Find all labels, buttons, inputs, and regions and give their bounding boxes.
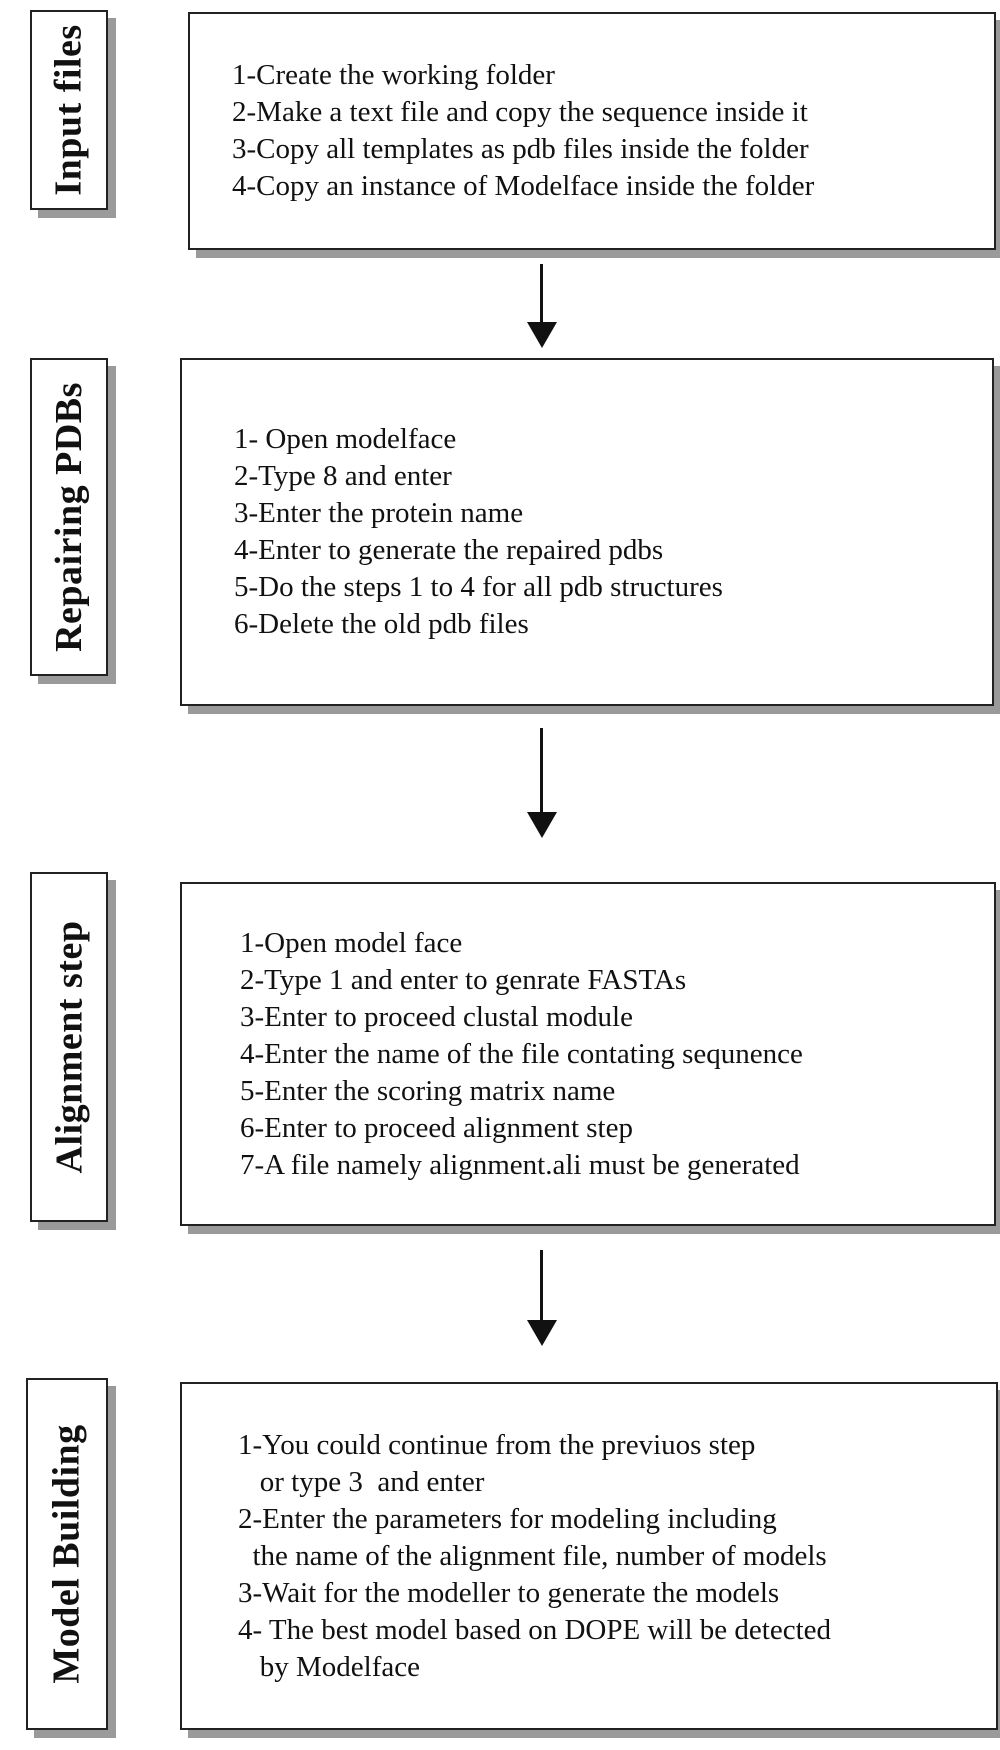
list-item: 1-Create the working folder — [232, 59, 555, 91]
list-item: 4- The best model based on DOPE will be … — [238, 1613, 832, 1646]
list-item: 6-Enter to proceed alignment step — [240, 1111, 633, 1144]
arrow-head — [527, 322, 557, 348]
step-3-title-box: Alignment step — [30, 872, 108, 1222]
arrow-head — [527, 1320, 557, 1346]
list-item: 2-Type 1 and enter to genrate FASTAs — [240, 963, 687, 996]
step-2-list: 1- Open modelface 2-Type 8 and enter 3-E… — [234, 421, 723, 643]
list-item: by Modelface — [238, 1650, 420, 1683]
arrow-down-1 — [527, 264, 557, 348]
arrow-head — [527, 812, 557, 838]
list-item: 3-Enter to proceed clustal module — [240, 1000, 633, 1033]
list-item: 2-Make a text file and copy the sequence… — [232, 96, 808, 128]
step-2-content-box: 1- Open modelface 2-Type 8 and enter 3-E… — [180, 358, 994, 706]
list-item: 1-You could continue from the previuos s… — [238, 1428, 756, 1461]
step-1-title-box: Input files — [30, 10, 108, 210]
list-item: 4-Enter to generate the repaired pdbs — [234, 534, 664, 566]
list-item: 2-Enter the parameters for modeling incl… — [238, 1502, 777, 1535]
step-4-title: Model Building — [46, 1424, 88, 1684]
arrow-down-2 — [527, 728, 557, 838]
list-item: 3-Enter the protein name — [234, 497, 524, 529]
arrow-shaft — [540, 728, 543, 814]
list-item: 3-Wait for the modeller to generate the … — [238, 1576, 780, 1609]
list-item: 1-Open model face — [240, 926, 463, 959]
step-4-list: 1-You could continue from the previuos s… — [238, 1427, 831, 1686]
step-1-content-box: 1-Create the working folder 2-Make a tex… — [188, 12, 996, 250]
list-item: 7-A file namely alignment.ali must be ge… — [240, 1148, 800, 1181]
list-item: 5-Enter the scoring matrix name — [240, 1074, 616, 1107]
list-item: 4-Copy an instance of Modelface inside t… — [232, 170, 815, 202]
step-1-title: Input files — [48, 24, 90, 196]
step-2-title-box: Repairing PDBs — [30, 358, 108, 676]
step-4-content-box: 1-You could continue from the previuos s… — [180, 1382, 998, 1730]
step-3-list: 1-Open model face 2-Type 1 and enter to … — [240, 925, 803, 1184]
arrow-shaft — [540, 1250, 543, 1322]
step-1-list: 1-Create the working folder 2-Make a tex… — [232, 57, 814, 205]
arrow-down-3 — [527, 1250, 557, 1346]
step-3-title: Alignment step — [48, 920, 91, 1174]
list-item: 1- Open modelface — [234, 423, 457, 455]
list-item: the name of the alignment file, number o… — [238, 1539, 827, 1572]
list-item: 5-Do the steps 1 to 4 for all pdb struct… — [234, 571, 723, 603]
arrow-shaft — [540, 264, 543, 324]
list-item: 6-Delete the old pdb files — [234, 608, 529, 640]
step-2-title: Repairing PDBs — [48, 382, 91, 652]
list-item: 2-Type 8 and enter — [234, 460, 452, 492]
list-item: 4-Enter the name of the file contating s… — [240, 1037, 803, 1070]
step-3-content-box: 1-Open model face 2-Type 1 and enter to … — [180, 882, 996, 1226]
list-item: or type 3 and enter — [238, 1465, 485, 1498]
list-item: 3-Copy all templates as pdb files inside… — [232, 133, 809, 165]
step-4-title-box: Model Building — [26, 1378, 108, 1730]
